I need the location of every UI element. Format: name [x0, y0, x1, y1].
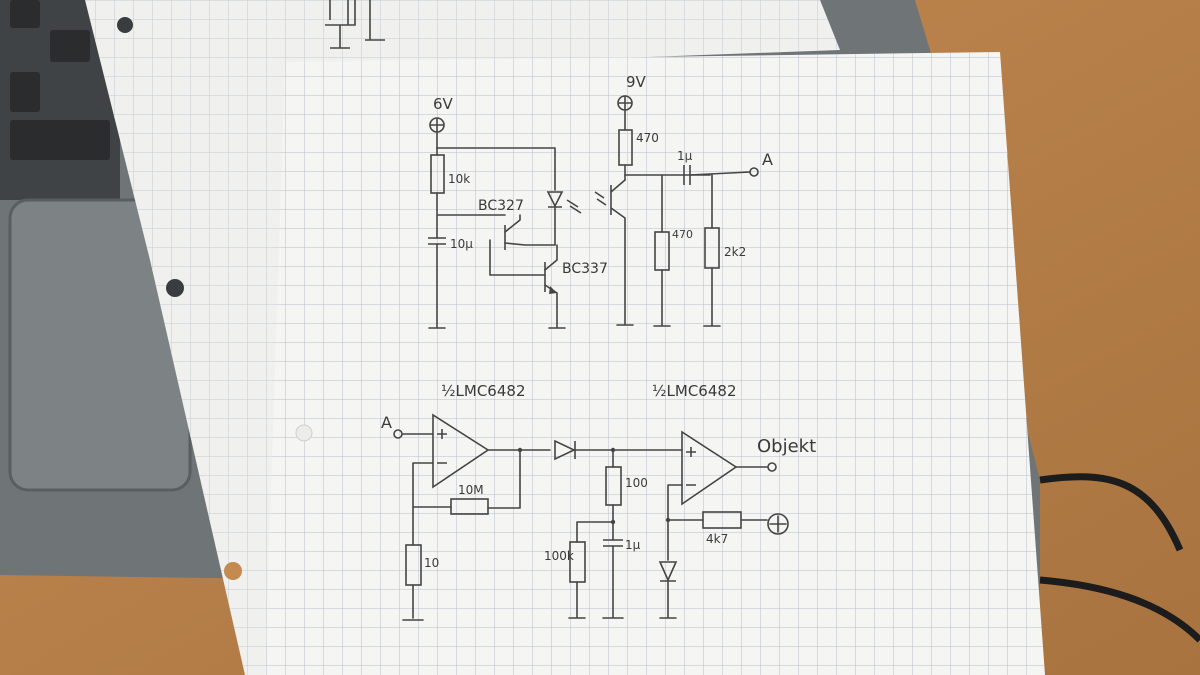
label-node-a-top: A	[762, 150, 773, 169]
schematic-top: 6V 10k 10µ BC327 BC337 9V 470	[428, 73, 773, 329]
label-r-100k: 100k	[544, 549, 574, 563]
label-r-emitter: 470	[672, 228, 693, 241]
label-r-4k7: 4k7	[706, 532, 728, 546]
opamp-2	[681, 430, 738, 506]
label-r-10: 10	[424, 556, 439, 570]
schematic-bottom: ½LMC6482 ½LMC6482 A 10M 10 100 1µ 100k	[381, 382, 816, 621]
label-c-hold: 1µ	[625, 538, 641, 552]
label-node-a-input: A	[381, 413, 392, 432]
opamp-1	[432, 413, 490, 489]
output-node-objekt	[767, 462, 777, 472]
label-supply-9v: 9V	[626, 73, 647, 91]
label-r-10k: 10k	[448, 172, 470, 186]
label-c-10u: 10µ	[450, 237, 473, 251]
black-cable	[1039, 473, 1200, 643]
label-r-10m: 10M	[458, 483, 484, 497]
label-supply-6v: 6V	[433, 95, 454, 113]
label-opamp2: ½LMC6482	[652, 382, 737, 400]
node-a-top	[749, 167, 759, 177]
label-r-collector: 470	[636, 131, 659, 145]
label-opamp1: ½LMC6482	[441, 382, 526, 400]
label-r-100: 100	[625, 476, 648, 490]
label-c-coupling: 1µ	[677, 149, 693, 163]
label-r-2k2: 2k2	[724, 245, 746, 259]
label-q2: BC337	[562, 261, 608, 277]
label-objekt: Objekt	[757, 436, 816, 457]
supply-positive-icon	[767, 513, 789, 535]
front-paper-sheet	[265, 52, 1045, 675]
label-q1: BC327	[478, 198, 524, 214]
